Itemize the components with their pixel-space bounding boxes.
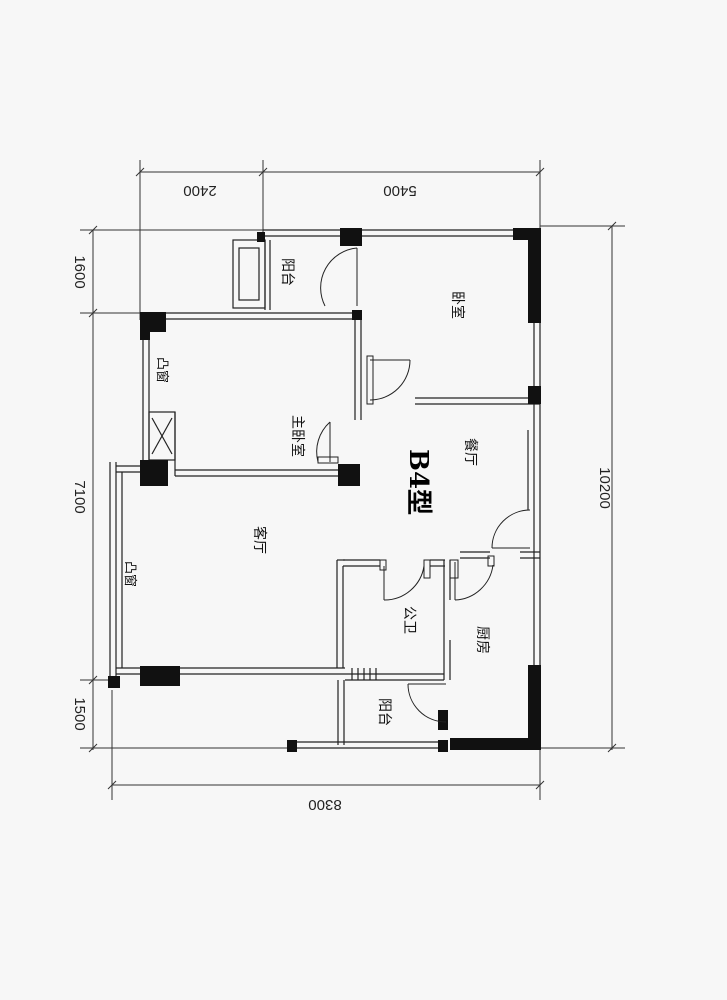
room-label-dining: 餐厅 — [462, 438, 478, 466]
dim-left-middle: 7100 — [71, 480, 88, 513]
plan-type-label: B4型 — [403, 449, 433, 515]
room-label-public-bath: 公卫 — [401, 606, 417, 634]
doors — [316, 247, 531, 723]
room-label-bay-window-left: 凸窗 — [122, 561, 138, 587]
dim-left-top: 1600 — [71, 255, 88, 288]
room-label-balcony-top: 阳台 — [279, 258, 295, 286]
dim-top-right: 5400 — [383, 182, 416, 199]
dim-top-left: 2400 — [183, 182, 216, 199]
room-labels: 阳台 卧室 凸窗 主卧室 餐厅 B4型 客厅 凸窗 公卫 厨房 阳台 — [122, 258, 490, 726]
room-label-bedroom: 卧室 — [449, 291, 466, 319]
room-label-kitchen: 厨房 — [474, 626, 490, 654]
dim-bottom-total: 8300 — [308, 796, 341, 813]
dimension-lines — [80, 160, 625, 800]
room-label-master-bedroom: 主卧室 — [289, 415, 306, 457]
dim-right-total: 10200 — [596, 467, 613, 509]
dimension-texts: 2400 5400 1600 7100 1500 10200 8300 — [71, 182, 613, 813]
room-label-bay-window-top: 凸窗 — [154, 357, 170, 383]
room-label-living: 客厅 — [251, 526, 268, 554]
dim-left-bottom: 1500 — [71, 697, 88, 730]
solid-walls — [108, 228, 541, 752]
room-label-balcony-bottom: 阳台 — [376, 698, 392, 726]
